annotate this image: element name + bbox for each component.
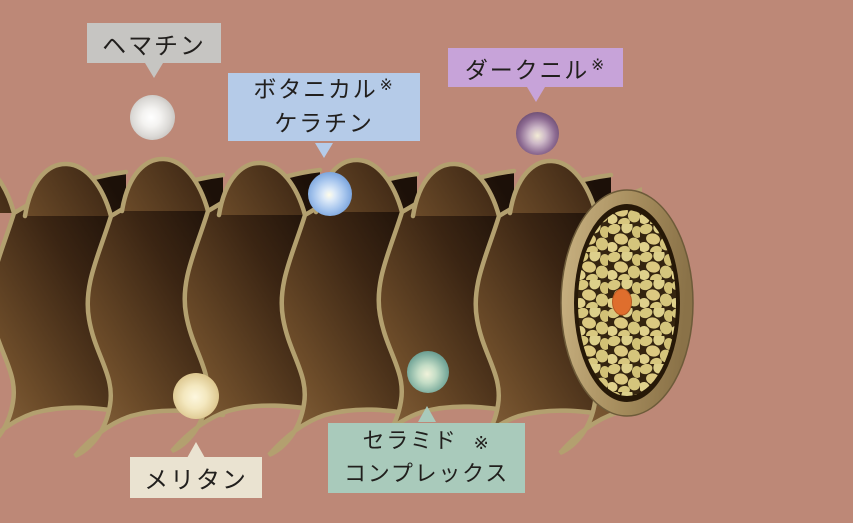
ceramide-complex-label: セラミド ※ コンプレックス [328,406,525,493]
hematin-pointer [145,63,163,78]
botanical-keratin-note-mark: ※ [379,74,395,94]
darknil-pointer [526,87,545,102]
darknil-label: ダークニル※ [448,48,623,102]
ceramide-complex-sphere [407,351,449,393]
ceramide-complex-note-mark: ※ [473,433,491,455]
ceramide-complex-label-line2: コンプレックス [343,461,509,487]
melitan-pointer [187,442,205,458]
darknil-sphere [516,112,559,155]
hematin-sphere [130,95,175,140]
ceramide-complex-pointer [417,406,436,422]
ceramide-complex-label-line1: セラミド [362,428,458,454]
botanical-keratin-sphere [308,172,352,216]
botanical-keratin-label: ボタニカル※ ケラチン [228,73,420,158]
botanical-keratin-label-line1: ボタニカル [253,77,378,103]
botanical-keratin-pointer [315,143,333,158]
hematin-label-text: ヘマチン [102,31,206,60]
botanical-keratin-label-line2: ケラチン [274,111,374,137]
medulla [612,288,632,316]
darknil-label-text: ダークニル [464,57,590,84]
melitan-label: メリタン [130,442,262,498]
darknil-note-mark: ※ [591,55,607,75]
melitan-label-text: メリタン [144,466,248,494]
melitan-sphere [173,373,219,419]
hematin-label: ヘマチン [87,23,221,78]
hair-cross-section [560,189,694,417]
